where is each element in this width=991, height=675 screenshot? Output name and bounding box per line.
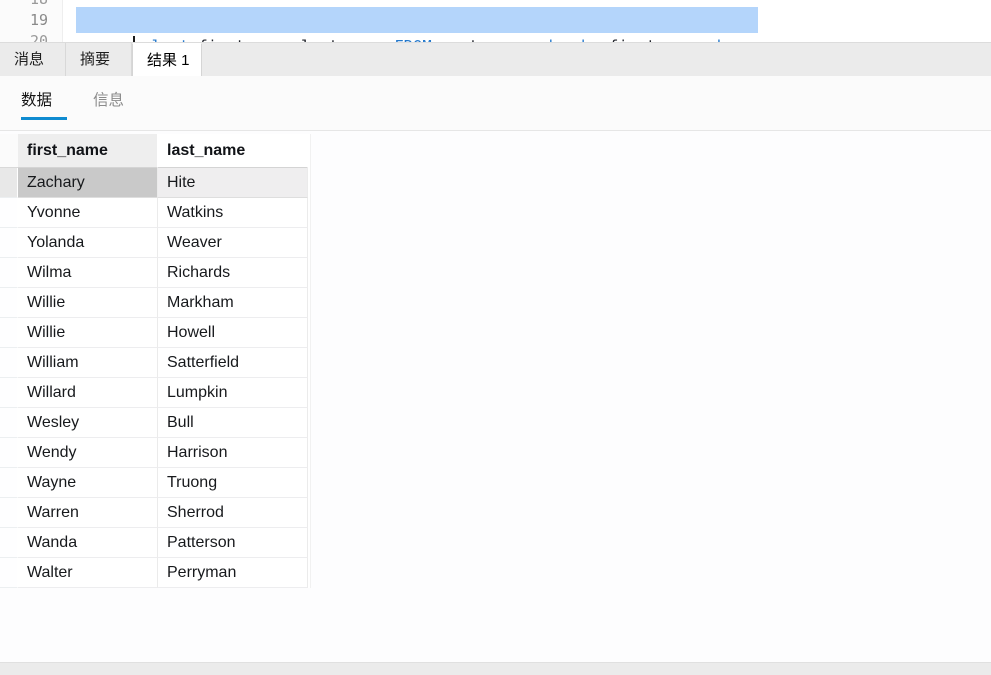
cell-first-name[interactable]: Yvonne [18, 198, 158, 228]
sql-identifier: customer [441, 37, 516, 42]
result-tab-bar: 消息 摘要 结果 1 [0, 42, 991, 77]
cell-first-name[interactable]: Wayne [18, 468, 158, 498]
cell-first-name[interactable]: Wilma [18, 258, 158, 288]
editor-line-number-gutter: 18 19 20 [0, 0, 63, 42]
cell-last-name[interactable]: Hite [158, 168, 308, 198]
column-header-last-name[interactable]: last_name [158, 134, 308, 168]
row-selector-cell[interactable] [0, 228, 18, 258]
row-selector-cell[interactable] [0, 378, 18, 408]
cell-last-name[interactable]: Patterson [158, 528, 308, 558]
sql-keyword: FROM [394, 37, 431, 42]
cell-first-name[interactable]: Wendy [18, 438, 158, 468]
sql-statement-line[interactable]: select first_name,last_name FROM custome… [76, 7, 759, 42]
cell-last-name[interactable]: Weaver [158, 228, 308, 258]
cell-last-name[interactable]: Markham [158, 288, 308, 318]
row-selector-cell[interactable] [0, 558, 18, 588]
result-subtab-bar: 数据 信息 [0, 76, 991, 131]
sql-keyword: desc [712, 37, 749, 42]
subtab-info-label: 信息 [93, 92, 125, 109]
row-selector-cell[interactable] [0, 198, 18, 228]
line-number-current: 19 [29, 11, 48, 29]
row-selector-cell[interactable] [0, 438, 18, 468]
sql-keyword: ; [749, 37, 758, 42]
status-bar [0, 662, 991, 675]
tab-result-1[interactable]: 结果 1 [132, 43, 202, 77]
cell-last-name[interactable]: Howell [158, 318, 308, 348]
cell-last-name[interactable]: Satterfield [158, 348, 308, 378]
row-selector-cell[interactable] [0, 498, 18, 528]
sql-identifier: first_name [609, 37, 702, 42]
column-header-first-name[interactable]: first_name [18, 134, 158, 168]
cell-last-name[interactable]: Watkins [158, 198, 308, 228]
tab-summary[interactable]: 摘要 [66, 43, 132, 77]
subtab-data-label: 数据 [21, 92, 53, 109]
cell-last-name[interactable]: Lumpkin [158, 378, 308, 408]
line-number: 20 [29, 32, 48, 42]
row-selector-cell[interactable] [0, 468, 18, 498]
grid-header-row: first_name last_name [0, 134, 310, 168]
row-selector-cell[interactable] [0, 408, 18, 438]
cell-last-name[interactable]: Bull [158, 408, 308, 438]
cell-last-name[interactable]: Richards [158, 258, 308, 288]
cell-first-name[interactable]: Warren [18, 498, 158, 528]
cell-last-name[interactable]: Sherrod [158, 498, 308, 528]
tab-messages[interactable]: 消息 [0, 43, 66, 77]
cell-first-name[interactable]: Wesley [18, 408, 158, 438]
sql-identifier: first_name,last_name [198, 37, 385, 42]
line-number: 18 [0, 0, 48, 10]
grid-header-corner[interactable] [0, 134, 18, 168]
active-underline [21, 117, 67, 120]
row-selector-cell[interactable] [0, 258, 18, 288]
cell-first-name[interactable]: Zachary [18, 168, 158, 198]
sql-keyword: by [581, 37, 600, 42]
cell-first-name[interactable]: Yolanda [18, 228, 158, 258]
row-selector-cell[interactable] [0, 348, 18, 378]
subtab-info[interactable]: 信息 [93, 88, 139, 120]
cell-last-name[interactable]: Harrison [158, 438, 308, 468]
sql-keyword: order [525, 37, 572, 42]
row-selector-cell[interactable] [0, 168, 18, 198]
cell-first-name[interactable]: Willie [18, 288, 158, 318]
subtab-data[interactable]: 数据 [21, 88, 67, 120]
cell-last-name[interactable]: Perryman [158, 558, 308, 588]
cell-first-name[interactable]: Willie [18, 318, 158, 348]
text-caret [133, 36, 135, 42]
row-selector-cell[interactable] [0, 288, 18, 318]
cell-first-name[interactable]: Walter [18, 558, 158, 588]
cell-last-name[interactable]: Truong [158, 468, 308, 498]
row-selector-cell[interactable] [0, 318, 18, 348]
active-underline [93, 117, 139, 120]
cell-first-name[interactable]: Wanda [18, 528, 158, 558]
sql-keyword: select [133, 37, 189, 42]
cell-first-name[interactable]: William [18, 348, 158, 378]
cell-first-name[interactable]: Willard [18, 378, 158, 408]
sql-editor[interactable]: 18 19 20 select first_name,last_name FRO… [0, 0, 991, 42]
row-selector-cell[interactable] [0, 528, 18, 558]
